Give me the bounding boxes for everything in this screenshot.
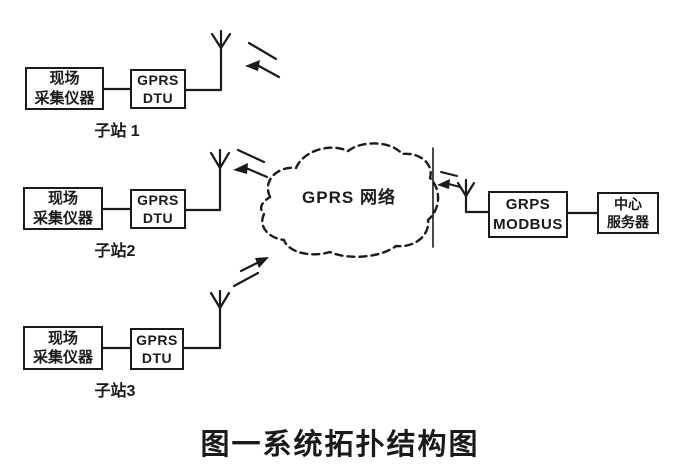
substation-label-1: 子站 1	[94, 123, 140, 140]
field-instrument-label: 采集仪器	[32, 209, 93, 227]
substation-label-3: 子站3	[94, 383, 136, 400]
network-cloud-outline	[259, 142, 440, 258]
grps-modbus-box: GRPS MODBUS	[488, 191, 568, 238]
gprs-network-label: GPRS 网络	[302, 188, 396, 207]
figure-caption: 图一系统拓扑结构图	[200, 429, 480, 461]
gprs-dtu-label: DTU	[141, 350, 173, 366]
radio-wave-arrow-icon	[245, 41, 281, 79]
radio-wave-arrow-icon	[233, 148, 269, 179]
grps-modbus-label: MODBUS	[493, 215, 563, 233]
antenna-icon	[209, 148, 231, 212]
antenna-icon	[210, 29, 232, 92]
field-instrument-box-3: 现场 采集仪器	[23, 326, 103, 370]
field-instrument-label: 采集仪器	[32, 349, 93, 366]
gprs-dtu-box-3: GPRS DTU	[130, 328, 184, 370]
radio-wave-arrow-icon	[437, 171, 461, 189]
gprs-dtu-label: GPRS	[137, 71, 179, 88]
gprs-dtu-label: DTU	[142, 210, 174, 226]
gprs-dtu-label: GPRS	[136, 331, 178, 348]
gprs-dtu-box-1: GPRS DTU	[130, 69, 186, 109]
grps-modbus-label: GRPS	[505, 196, 551, 213]
field-instrument-label: 现场	[47, 190, 78, 207]
radio-wave-arrow-icon	[232, 257, 269, 288]
gprs-dtu-box-2: GPRS DTU	[130, 189, 186, 229]
central-server-box: 中心 服务器	[597, 192, 659, 234]
substation-label-2: 子站2	[94, 243, 136, 260]
central-server-label: 中心	[614, 195, 642, 212]
gprs-dtu-label: DTU	[142, 90, 174, 106]
field-instrument-label: 采集仪器	[34, 89, 95, 107]
central-server-label: 服务器	[607, 214, 649, 230]
gprs-dtu-label: GPRS	[137, 191, 179, 208]
field-instrument-label: 现场	[47, 329, 78, 347]
field-instrument-box-2: 现场 采集仪器	[23, 187, 103, 230]
antenna-icon	[456, 178, 476, 214]
field-instrument-label: 现场	[49, 70, 80, 87]
antenna-icon	[209, 289, 231, 350]
field-instrument-box-1: 现场 采集仪器	[25, 67, 104, 110]
